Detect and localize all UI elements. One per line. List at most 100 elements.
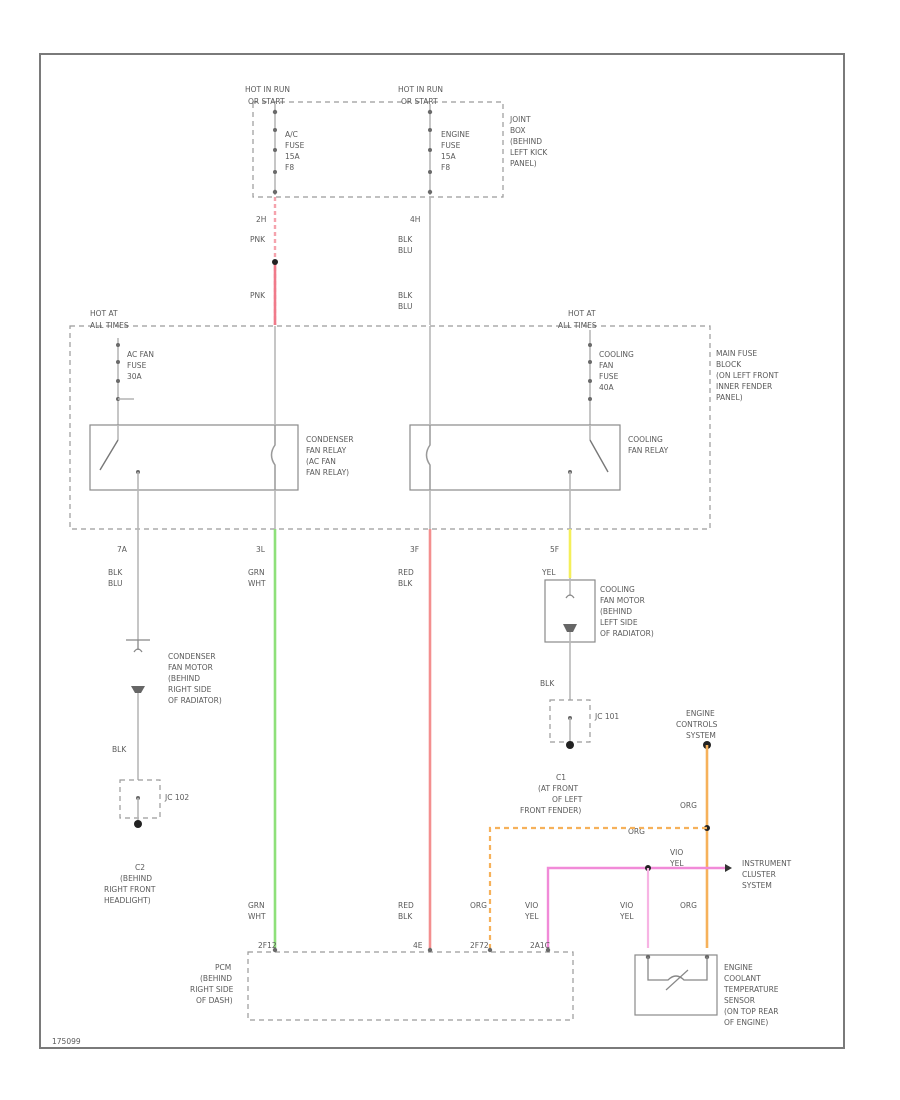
pcm-pin-1: 2F12 [258,941,277,950]
hot-run-2-line1: HOT IN RUN [398,85,443,94]
w6-color: YEL [541,568,556,577]
cooling-relay-box [409,424,621,491]
pcm-label-1: PCM [215,963,231,972]
instrument-cluster-arrow [725,864,732,872]
main-fuse-block-label-1: MAIN FUSE [716,349,757,358]
hot-all-2-line2: ALL TIMES [558,321,597,330]
cool-motor-label-4: LEFT SIDE [600,618,638,627]
w3-pin: 7A [117,545,128,554]
ac-fuse-label-3: 15A [285,152,301,161]
ect-sensor-element [647,957,708,991]
pnk-splice-node [272,259,278,265]
condenser-relay-box [89,424,299,491]
ect-label-2: COOLANT [724,974,761,983]
cooling-fan-fuse-label-3: FUSE [599,372,619,381]
org-label-2: ORG [628,827,645,836]
junction-box-label-3: (BEHIND [510,137,542,146]
junction-box-label-2: BOX [510,126,526,135]
ac-fuse-label-2: FUSE [285,141,305,150]
cooling-fan-fuse-label-4: 40A [599,383,615,392]
engine-fuse-label-4: F8 [441,163,450,172]
vio-yel-3-b: YEL [619,912,634,921]
w5-color-2: BLK [398,579,413,588]
blk-label-1: BLK [112,745,127,754]
ground-c2-label-1: C2 [135,863,145,872]
w2-pin: 4H [410,215,420,224]
w2-color-a-2: BLU [398,246,412,255]
pcm-pin-2: 4E [413,941,423,950]
cool-motor-label-2: FAN MOTOR [600,596,645,605]
pcm-label-4: OF DASH) [196,996,233,1005]
ground-c2-node [134,820,142,828]
ac-fuse [272,104,278,195]
engine-fuse [427,104,433,195]
w2-color-b-1: BLK [398,291,413,300]
junction-box-label-4: LEFT KICK [510,148,548,157]
ground-c2-label-3: RIGHT FRONT [104,885,156,894]
w6-pin: 5F [550,545,559,554]
ect-label-4: SENSOR [724,996,755,1005]
ecs-label-3: SYSTEM [686,731,716,740]
pcm-pin-3-dot [487,947,493,953]
cond-motor-label-5: OF RADIATOR) [168,696,222,705]
ground-c1-label-2: (AT FRONT [538,784,578,793]
ac-fan-fuse-label-1: AC FAN [127,350,154,359]
org-label-3: ORG [470,901,487,910]
w4-pin: 3L [256,545,266,554]
vio-yel-2-b: YEL [669,859,684,868]
main-fuse-block-label-3: (ON LEFT FRONT [716,371,779,380]
ac-fan-fuse-label-3: 30A [127,372,143,381]
w2-color-b-2: BLU [398,302,412,311]
vio-yel-2-a: VIO [670,848,683,857]
instrument-cluster-label-3: SYSTEM [742,881,772,890]
cond-motor-label-4: RIGHT SIDE [168,685,212,694]
junction-box-label-5: PANEL) [510,159,537,168]
jc-102-label: JC 102 [164,793,189,802]
vio-yel-1-a: VIO [525,901,538,910]
instrument-cluster-label-2: CLUSTER [742,870,776,879]
hot-run-1-line1: HOT IN RUN [245,85,290,94]
cooling-relay-switch [568,425,609,490]
ground-c1-label-1: C1 [556,773,566,782]
w5-pin: 3F [410,545,419,554]
vio-yel-wire [546,866,725,948]
condenser-relay-label-3: (AC FAN [306,457,336,466]
ect-label-5: (ON TOP REAR [724,1007,779,1016]
cool-motor-label-5: OF RADIATOR) [600,629,654,638]
pcm-outline [247,951,574,1021]
org-label-1: ORG [680,801,697,810]
cooling-fan-fuse-label-2: FAN [599,361,613,370]
grn-wht-bottom-2: WHT [248,912,266,921]
ect-label-6: OF ENGINE) [724,1018,768,1027]
main-fuse-block-label-4: INNER FENDER [716,382,772,391]
hot-all-1-line2: ALL TIMES [90,321,129,330]
org-wire-dashed [488,826,707,948]
cool-motor-label-3: (BEHIND [600,607,632,616]
main-fuse-block-label-2: BLOCK [716,360,742,369]
w4-color-1: GRN [248,568,265,577]
ac-fuse-label-1: A/C [285,130,298,139]
red-blk-bottom-1: RED [398,901,414,910]
w3-color-1: BLK [108,568,123,577]
ecs-label-2: CONTROLS [676,720,718,729]
junction-box-outline [252,101,504,198]
engine-fuse-label-3: 15A [441,152,457,161]
condenser-relay-switch [99,425,140,490]
cond-motor-label-2: FAN MOTOR [168,663,213,672]
cond-motor-label-3: (BEHIND [168,674,200,683]
pcm-pin-4-dot [545,947,551,953]
pcm-pin-1-dot [272,947,278,953]
ac-fan-fuse [116,338,134,425]
cooling-motor [563,578,577,700]
cooling-relay-label-2: FAN RELAY [628,446,669,455]
w1-color-a: PNK [250,235,266,244]
pcm-label-3: RIGHT SIDE [190,985,234,994]
w3-color-2: BLU [108,579,122,588]
w2-color-a-1: BLK [398,235,413,244]
jc-101-label: JC 101 [594,712,619,721]
w1-color-b: PNK [250,291,266,300]
main-fuse-block-outline [69,325,711,530]
cooling-fan-fuse [588,330,592,425]
ground-c1-label-3: OF LEFT [552,795,583,804]
